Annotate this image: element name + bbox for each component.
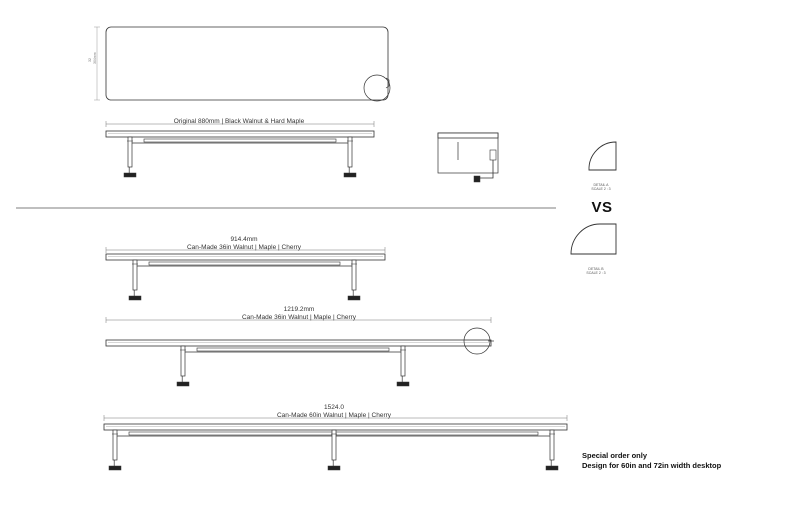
original-riser-top-slab [105,130,375,138]
design-36-riser-leg-1-post [132,259,138,291]
design-36-riser-leg-1-foot [128,295,142,301]
design-60-riser-top-slab [103,423,568,431]
original-label: Original 880mm | Black Walnut & Hard Map… [173,118,305,125]
side-view-clamp [489,149,497,161]
note-line-2: Design for 60in and 72in width desktop [582,461,722,470]
original-riser-leg-2-post [347,136,353,168]
design-60-riser-leg-1-foot [108,465,122,471]
design-48-label: Can-Made 36in Walnut | Maple | Cherry [241,314,357,321]
plan-detail-callout-leader [385,77,390,89]
design-60-dimension: 1524.0 [324,404,344,411]
original-riser-leg-2-foot [343,172,357,178]
original-riser-tray [143,138,337,143]
side-view-top [437,132,499,139]
design-36-riser-top-slab [105,253,386,261]
detail-b-profile [570,223,617,255]
design-60-riser-leg-1-post [112,429,118,461]
technical-drawing [16,26,617,471]
design-36-riser-leg-2-foot [347,295,361,301]
design-48-riser-leg-2-post [400,345,406,377]
design-48-riser-leg-1-foot [176,381,190,387]
design-36-dimension: 914.4mm [230,236,258,243]
plan-dimension-text-1: 32 [88,58,92,62]
plan-view-outline [105,26,389,101]
detail-b-caption-1: DETAIL B [588,267,604,271]
detail-a-caption-1: DETAIL A [593,183,609,187]
note-line-1: Special order only [582,451,648,460]
detail-b-caption-2: SCALE 2 : 3 [586,271,606,275]
design-48-dimension: 1219.2mm [283,306,315,313]
design-48-riser-top-slab [105,339,492,347]
design-60-riser-leg-3-foot [545,465,559,471]
side-view-cable [478,160,494,179]
side-view-foot [473,175,481,183]
design-60-riser-leg-3-post [549,429,555,461]
versus-label: VS [591,199,613,216]
plan-detail-callout-circle [363,74,391,102]
side-view-frame [437,132,499,174]
detail-a-caption-2: SCALE 2 : 3 [591,187,611,191]
design-36-label: Can-Made 36in Walnut | Maple | Cherry [186,244,302,251]
design-48-riser-leg-2-foot [396,381,410,387]
design-36-riser-leg-2-post [351,259,357,291]
design-48-riser-leg-1-post [180,345,186,377]
design-60-riser-leg-2-post [331,429,337,461]
original-riser-leg-1-post [127,136,133,168]
original-riser-leg-1-foot [123,172,137,178]
design-60-riser-leg-2-foot [327,465,341,471]
design-48-riser-tray [196,347,390,352]
design-36-riser-tray [148,261,341,266]
detail-a-profile [588,141,617,171]
plan-dimension-text-2: 304mm [93,52,97,64]
design-60-label: Can-Made 60in Walnut | Maple | Cherry [276,412,392,419]
